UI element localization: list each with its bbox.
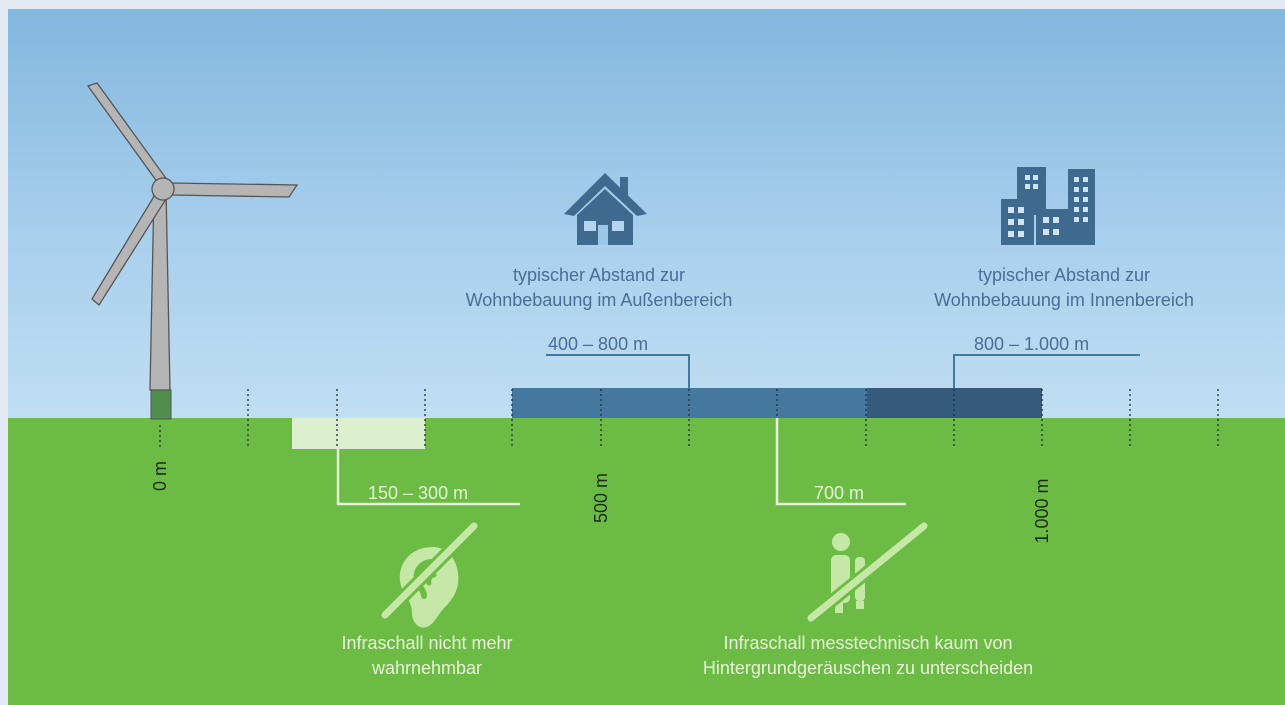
axis-label-1000m: 1.000 m <box>1032 478 1052 544</box>
range-indicators-ground <box>336 418 906 506</box>
axis-label-0m: 0 m <box>150 461 170 492</box>
range-label-outer: 400 – 800 m <box>548 334 649 354</box>
house-icon <box>564 173 647 245</box>
microphone-crossed-icon <box>804 519 931 625</box>
wind-turbine-icon <box>86 82 299 420</box>
range-label-inaudible: 150 – 300 m <box>368 483 469 503</box>
inner-caption-line2: Wohnbebauung im Innenbereich <box>934 290 1194 310</box>
range-label-inner: 800 – 1.000 m <box>974 334 1090 354</box>
ear-caption-line1: Infraschall nicht mehr <box>341 633 513 653</box>
band-inner-range <box>867 388 1042 418</box>
band-outer-range <box>512 388 867 418</box>
diagram-graphics <box>86 82 1219 628</box>
outer-caption-line2: Wohnbebauung im Außenbereich <box>465 290 733 310</box>
city-buildings-icon <box>1001 167 1095 245</box>
tick-marks <box>159 389 1219 447</box>
axis-label-500m: 500 m <box>591 472 611 524</box>
range-label-background: 700 m <box>814 483 865 503</box>
measure-caption-line2: Hintergrundgeräuschen zu unterscheiden <box>702 658 1034 678</box>
infographic: typischer Abstand zur Wohnbebauung im Au… <box>8 9 1285 705</box>
ear-crossed-icon <box>378 519 481 628</box>
inner-caption-line1: typischer Abstand zur <box>977 265 1151 285</box>
outer-caption-line1: typischer Abstand zur <box>512 265 686 285</box>
measure-caption-line1: Infraschall messtechnisch kaum von <box>723 633 1013 653</box>
range-indicators-sky <box>546 354 1140 388</box>
ear-caption-line2: wahrnehmbar <box>371 658 483 678</box>
ground <box>8 418 1285 705</box>
band-inaudible-range <box>292 418 425 449</box>
